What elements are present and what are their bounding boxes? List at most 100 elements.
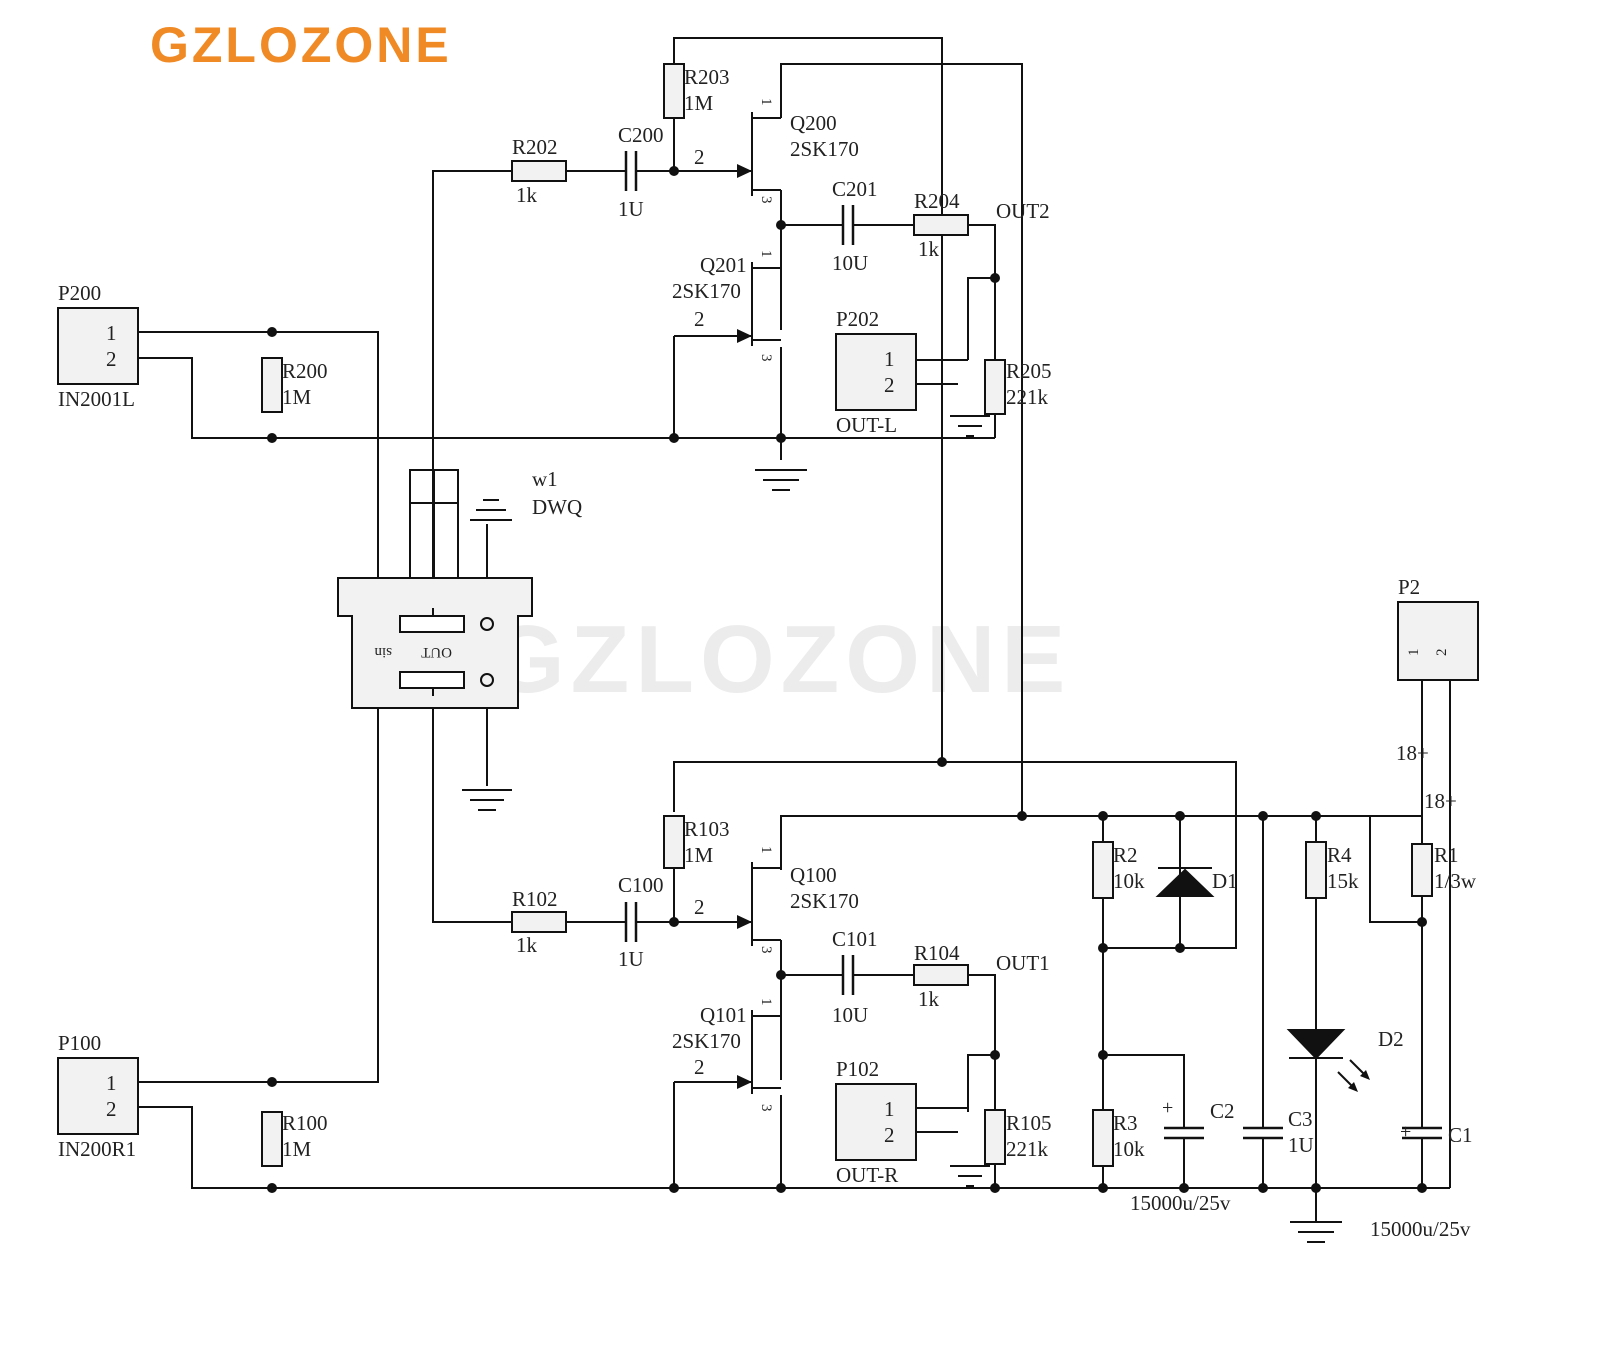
label-18v-b: 18+ (1424, 789, 1457, 813)
label-pin: 2 (1434, 649, 1450, 657)
resistor-r200 (261, 357, 283, 413)
label-q201: Q201 (700, 253, 747, 277)
label-r202-value: 1k (516, 183, 538, 207)
label-q101: Q101 (700, 1003, 747, 1027)
label-pin: 2 (884, 1123, 895, 1147)
resistor-r103 (663, 815, 685, 869)
led-d2 (1286, 1029, 1346, 1060)
connector-p2 (1397, 601, 1479, 681)
label-pin: 1 (758, 846, 774, 854)
jfets (710, 112, 781, 1094)
label-pin: 3 (758, 196, 774, 204)
label-pin: 1 (884, 1097, 895, 1121)
ground-icon (950, 1165, 990, 1187)
label-pin: 1 (106, 1071, 117, 1095)
label-r103-value: 1M (684, 843, 714, 867)
label-w1: w1 (532, 467, 558, 491)
label-pin: 1 (758, 98, 774, 106)
label-dwq: DWQ (532, 495, 582, 519)
label-out-r: OUT-R (836, 1163, 898, 1187)
jfet-q100 (710, 862, 781, 946)
label-r100-value: 1M (282, 1137, 312, 1161)
label-r104: R104 (914, 941, 960, 965)
wires (138, 37, 1451, 1222)
connector-p200 (57, 307, 139, 385)
label-c201-value: 10U (832, 251, 868, 275)
connector-p100 (57, 1057, 139, 1135)
plus-icon: + (1400, 1121, 1411, 1143)
label-pin: 2 (884, 373, 895, 397)
label-d2: D2 (1378, 1027, 1404, 1051)
label-pot-sin: sin (374, 644, 392, 660)
pin-numbers: 1 3 1 3 1 3 1 3 1 2 (758, 98, 1450, 1112)
capacitor-c3 (1243, 1126, 1283, 1140)
label-r4-value: 15k (1327, 869, 1359, 893)
watermark: GZLOZONE (490, 606, 1071, 713)
junction-dots (267, 166, 1427, 1193)
label-q100: Q100 (790, 863, 837, 887)
label-r1-value: 1/3w (1434, 869, 1477, 893)
label-r102: R102 (512, 887, 558, 911)
label-gate-pin: 2 (694, 307, 705, 331)
capacitor-c2 (1164, 1126, 1204, 1140)
label-out-l: OUT-L (836, 413, 897, 437)
label-c1: C1 (1448, 1123, 1473, 1147)
resistor-r102 (511, 911, 567, 933)
label-p202: P202 (836, 307, 879, 331)
label-out1: OUT1 (996, 951, 1050, 975)
resistor-r100 (261, 1111, 283, 1167)
label-r205: R205 (1006, 359, 1052, 383)
connector-p102 (835, 1083, 917, 1161)
label-r4: R4 (1327, 843, 1352, 867)
diodes (1155, 867, 1369, 1091)
label-q200: Q200 (790, 111, 837, 135)
label-pot-out: OUT (421, 644, 452, 660)
label-pin: 2 (106, 1097, 117, 1121)
led-arrowheads (1348, 1070, 1370, 1092)
label-d1: D1 (1212, 869, 1238, 893)
label-r103: R103 (684, 817, 730, 841)
resistor-r2 (1092, 841, 1114, 899)
label-p100: P100 (58, 1031, 101, 1055)
label-in2001l: IN2001L (58, 387, 135, 411)
label-c2: C2 (1210, 1099, 1235, 1123)
jfet-q200 (710, 112, 781, 196)
label-r205-value: 221k (1006, 385, 1049, 409)
label-p102: P102 (836, 1057, 879, 1081)
capacitor-c200 (624, 151, 638, 191)
ground-icon (462, 789, 512, 811)
label-pin: 1 (758, 250, 774, 258)
label-c200-value: 1U (618, 197, 644, 221)
label-q101-value: 2SK170 (672, 1029, 741, 1053)
ground-icon (1290, 1221, 1342, 1243)
capacitor-c101 (841, 955, 855, 995)
label-c101: C101 (832, 927, 878, 951)
resistor-r4 (1305, 841, 1327, 899)
label-pin: 2 (106, 347, 117, 371)
label-r100: R100 (282, 1111, 328, 1135)
label-r1: R1 (1434, 843, 1459, 867)
label-q200-value: 2SK170 (790, 137, 859, 161)
capacitor-c100 (624, 902, 638, 942)
label-r104-value: 1k (918, 987, 940, 1011)
resistor-r202 (511, 160, 567, 182)
label-gate-pin: 2 (694, 1055, 705, 1079)
plus-icon: + (1162, 1097, 1173, 1119)
jfet-q101 (710, 1010, 781, 1094)
label-p2: P2 (1398, 575, 1420, 599)
label-c101-value: 10U (832, 1003, 868, 1027)
label-c3: C3 (1288, 1107, 1313, 1131)
components (57, 63, 1479, 1167)
label-r105: R105 (1006, 1111, 1052, 1135)
resistor-r3 (1092, 1109, 1114, 1167)
connector-p202 (835, 333, 917, 411)
resistor-r105 (984, 1109, 1006, 1165)
label-in200r1: IN200R1 (58, 1137, 136, 1161)
label-r102-value: 1k (516, 933, 538, 957)
label-r3-value: 10k (1113, 1137, 1145, 1161)
label-pin: 3 (758, 354, 774, 362)
label-r200: R200 (282, 359, 328, 383)
label-r203-value: 1M (684, 91, 714, 115)
label-q201-value: 2SK170 (672, 279, 741, 303)
label-r2-value: 10k (1113, 869, 1145, 893)
